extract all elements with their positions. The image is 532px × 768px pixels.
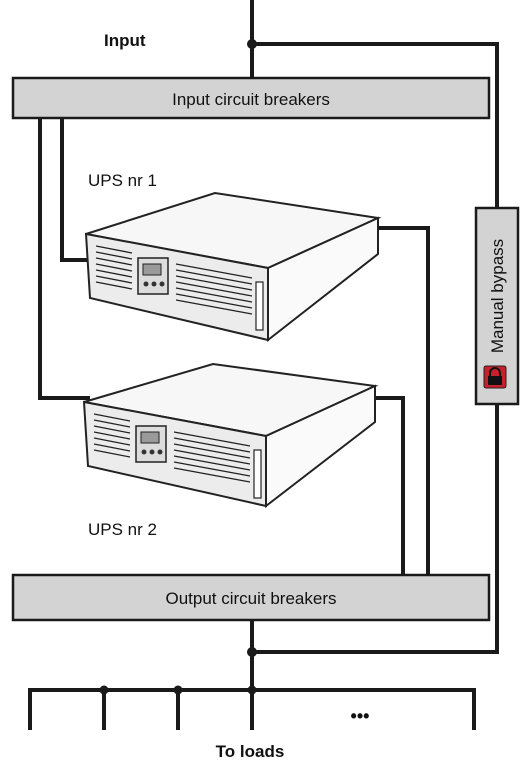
manual-bypass-label: Manual bypass [488,239,507,353]
ups2-label: UPS nr 2 [88,520,157,539]
ups1-label: UPS nr 1 [88,171,157,190]
input-circuit-breakers: Input circuit breakers [11,76,491,120]
input-label: Input [104,31,146,50]
ups1-right-vent [175,263,253,315]
junction-dot [247,39,257,49]
ups1-front-panel [84,232,269,342]
to-loads-label: To loads [216,742,285,761]
ups1-output-wire [376,226,430,577]
input-breakers-label: Input circuit breakers [172,90,330,109]
junction-dot [247,685,257,695]
output-breakers-box [11,573,491,622]
ups-unit-2 [82,362,379,509]
ups1-badge [255,281,264,331]
output-breakers-label: Output circuit breakers [165,589,336,608]
manual-bypass: Manual bypass [474,206,520,406]
ups2-right-vent [173,431,251,483]
ups2-output-wire [373,396,405,577]
ups2-display [140,431,160,444]
ups1-left-vent [95,245,133,290]
ups1-display [142,263,162,276]
ups1-control-panel [137,257,169,295]
ups2-control-panel [135,425,167,463]
bypass-lower-wire [250,402,499,654]
ups2-left-vent [93,413,131,458]
junction-dot [173,685,183,695]
ups2-front-panel [82,400,267,508]
more-loads-ellipsis: ••• [351,706,370,726]
junction-dot [247,647,257,657]
ups-unit-1 [84,191,382,343]
padlock-icon [483,365,507,389]
junction-dot [99,685,109,695]
input-breakers-box [11,76,491,120]
bypass-upper-wire [250,42,499,210]
ups1-input-wire [60,116,92,262]
ups2-badge [253,449,262,499]
wiring [28,0,499,730]
output-circuit-breakers: Output circuit breakers [11,573,491,622]
ups2-input-wire [38,116,90,400]
